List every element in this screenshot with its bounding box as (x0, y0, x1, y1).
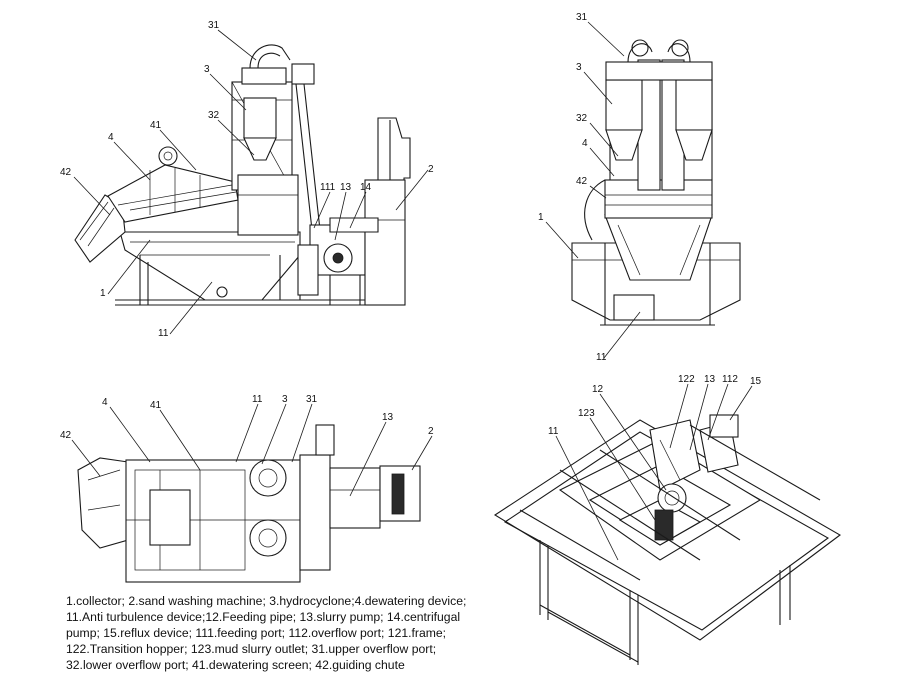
iso-label-12: 12 (592, 384, 604, 395)
iso-label-123: 123 (578, 408, 595, 419)
side-label-13: 13 (340, 182, 352, 193)
side-view: 31 3 41 32 4 42 111 13 14 2 1 11 (60, 20, 434, 339)
top-label-2: 2 (428, 426, 434, 437)
front-label-4: 4 (582, 138, 588, 149)
front-label-3: 3 (576, 62, 582, 73)
isometric-view: 12 122 13 112 15 123 11 (493, 374, 841, 665)
top-label-11: 11 (252, 394, 263, 405)
iso-label-11: 11 (548, 426, 559, 437)
front-label-31: 31 (576, 12, 588, 23)
front-label-11: 11 (596, 352, 607, 363)
iso-label-15: 15 (750, 376, 762, 387)
side-label-42: 42 (60, 167, 72, 178)
front-label-32: 32 (576, 113, 588, 124)
side-label-4: 4 (108, 132, 114, 143)
side-label-32: 32 (208, 110, 220, 121)
side-label-1: 1 (100, 288, 106, 299)
top-label-4: 4 (102, 397, 108, 408)
top-view: 4 41 11 3 31 13 2 42 (60, 394, 434, 583)
side-label-14: 14 (360, 182, 372, 193)
top-label-31: 31 (306, 394, 318, 405)
legend-line: 1.collector; 2.sand washing machine; 3.h… (66, 594, 467, 608)
legend-line: 122.Transition hopper; 123.mud slurry ou… (66, 642, 437, 656)
top-label-3: 3 (282, 394, 288, 405)
side-label-3: 3 (204, 64, 210, 75)
iso-label-122: 122 (678, 374, 695, 385)
iso-label-112: 112 (722, 374, 738, 385)
legend: 1.collector; 2.sand washing machine; 3.h… (66, 593, 506, 673)
legend-line: pump; 15.reflux device; 111.feeding port… (66, 626, 447, 640)
side-label-11: 11 (158, 328, 169, 339)
legend-line: 32.lower overflow port; 41.dewatering sc… (66, 658, 405, 672)
top-label-42: 42 (60, 430, 72, 441)
front-label-42: 42 (576, 176, 588, 187)
side-label-111: 111 (320, 182, 336, 193)
top-label-41: 41 (150, 400, 162, 411)
front-view: 31 3 32 4 42 1 11 (538, 12, 741, 363)
side-label-2: 2 (428, 164, 434, 175)
front-label-1: 1 (538, 212, 544, 223)
top-label-13: 13 (382, 412, 394, 423)
legend-line: 11.Anti turbulence device;12.Feeding pip… (66, 610, 461, 624)
side-label-31: 31 (208, 20, 220, 31)
iso-label-13: 13 (704, 374, 716, 385)
side-label-41: 41 (150, 120, 162, 131)
